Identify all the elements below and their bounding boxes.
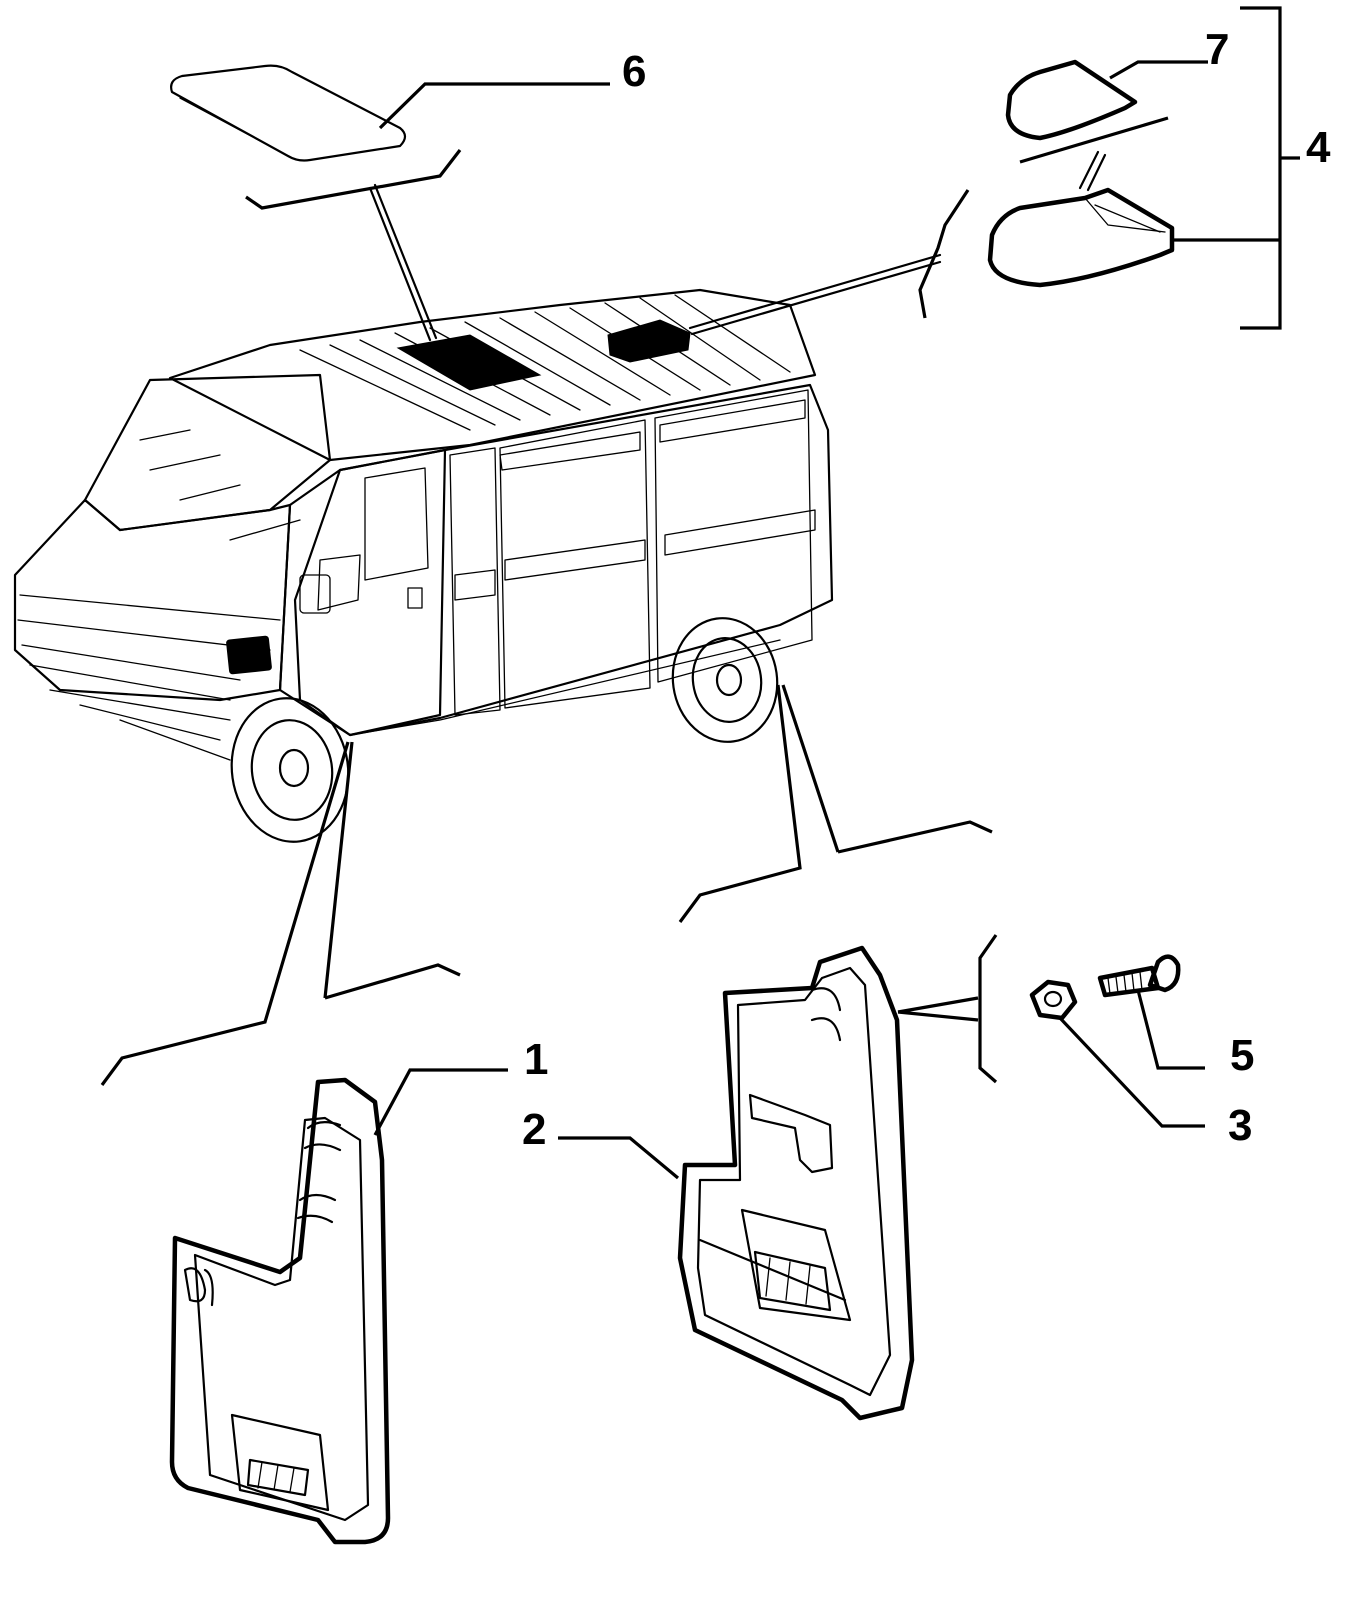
roof-sunroof-spot [396, 334, 542, 391]
callout-2: 2 [522, 1105, 546, 1154]
leader-3 [1058, 1016, 1205, 1128]
screw-part [1097, 954, 1181, 998]
leader-1 [373, 1068, 508, 1136]
leader-5 [1136, 989, 1205, 1070]
leader-2 [558, 1136, 680, 1180]
callout-5: 5 [1230, 1031, 1254, 1080]
nut-part [1029, 979, 1078, 1021]
bracket-4 [1240, 6, 1282, 330]
callout-4: 4 [1306, 123, 1331, 172]
callout-6: 6 [622, 47, 646, 96]
roof-vent-cover-part [1005, 59, 1138, 141]
mud-flap-rear-part [677, 945, 915, 1421]
van-illustration [13, 288, 834, 843]
roof-vent-spot [607, 319, 691, 363]
callout-1: 1 [524, 1035, 548, 1084]
leader-6 [378, 82, 610, 130]
callout-7: 7 [1205, 25, 1229, 74]
callout-3: 3 [1228, 1101, 1252, 1150]
roof-vent-base-part [987, 187, 1175, 288]
leader-7 [1109, 60, 1208, 80]
sunroof-glass-part [170, 64, 462, 342]
mud-flap-front-part [169, 1077, 391, 1545]
